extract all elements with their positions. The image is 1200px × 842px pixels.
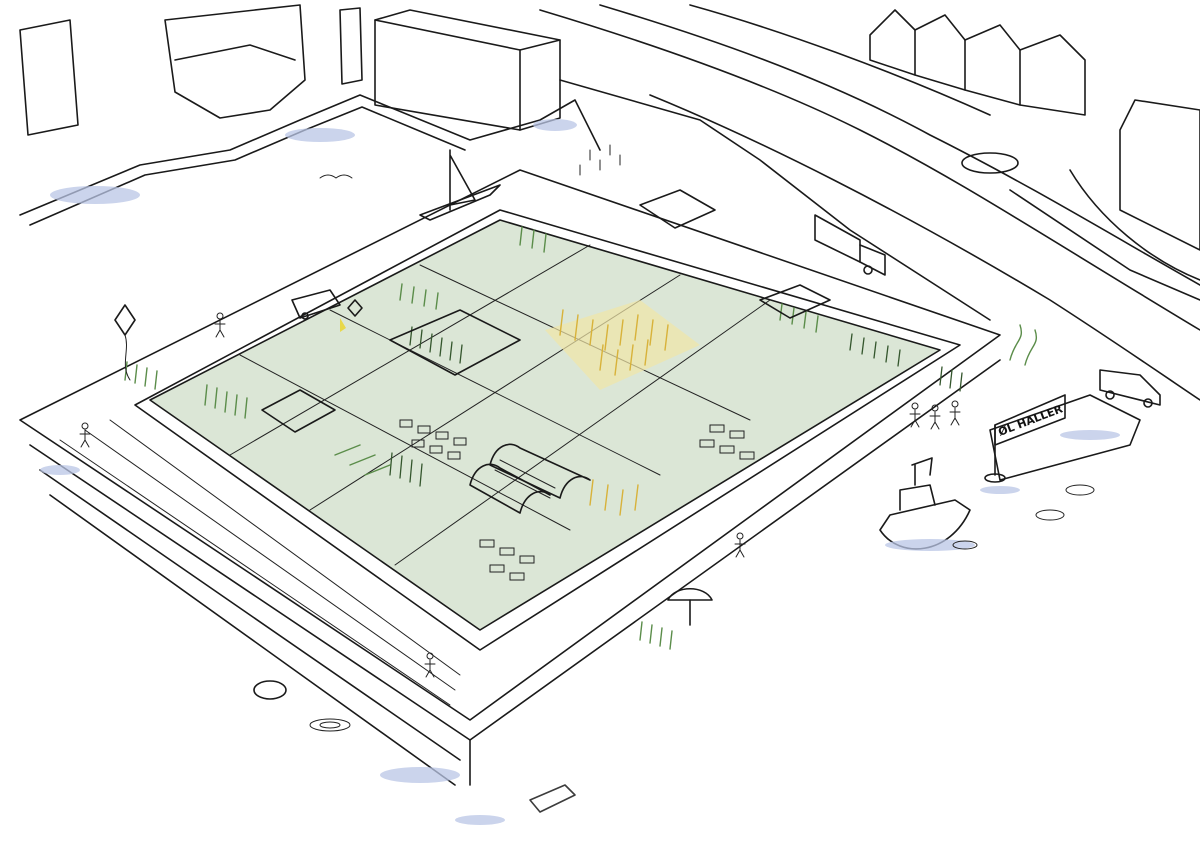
pier-platform <box>19 169 1001 786</box>
water-patch <box>533 119 577 131</box>
umbrella <box>667 587 713 626</box>
garden-enclosures <box>261 189 831 433</box>
wheat-field <box>545 300 700 516</box>
building-shield-facade <box>164 4 363 119</box>
small-truck-left <box>291 289 341 320</box>
water-patch <box>50 186 140 204</box>
crop-beds <box>124 226 1037 650</box>
kites <box>114 299 363 381</box>
farm-field <box>134 209 961 651</box>
truck-top-right <box>814 214 886 276</box>
right-dock <box>980 394 1141 494</box>
water-patch <box>380 767 460 783</box>
greenhouses <box>469 443 591 514</box>
rowboat <box>529 784 576 813</box>
harbor-quay <box>19 79 991 321</box>
water-patch <box>885 539 975 551</box>
row-houses <box>869 9 1086 116</box>
tugboat <box>879 457 971 550</box>
water-patch <box>455 815 505 825</box>
large-building-right <box>1069 99 1200 281</box>
seagull <box>319 174 353 179</box>
building-top-left <box>19 19 79 136</box>
sailboat <box>419 149 501 221</box>
water-ripples <box>253 484 1095 732</box>
water-patch <box>285 128 355 142</box>
people <box>79 144 961 678</box>
road-lines <box>539 4 1200 401</box>
water-patch <box>40 465 80 475</box>
car-right <box>1099 369 1161 408</box>
raised-beds <box>399 419 755 581</box>
